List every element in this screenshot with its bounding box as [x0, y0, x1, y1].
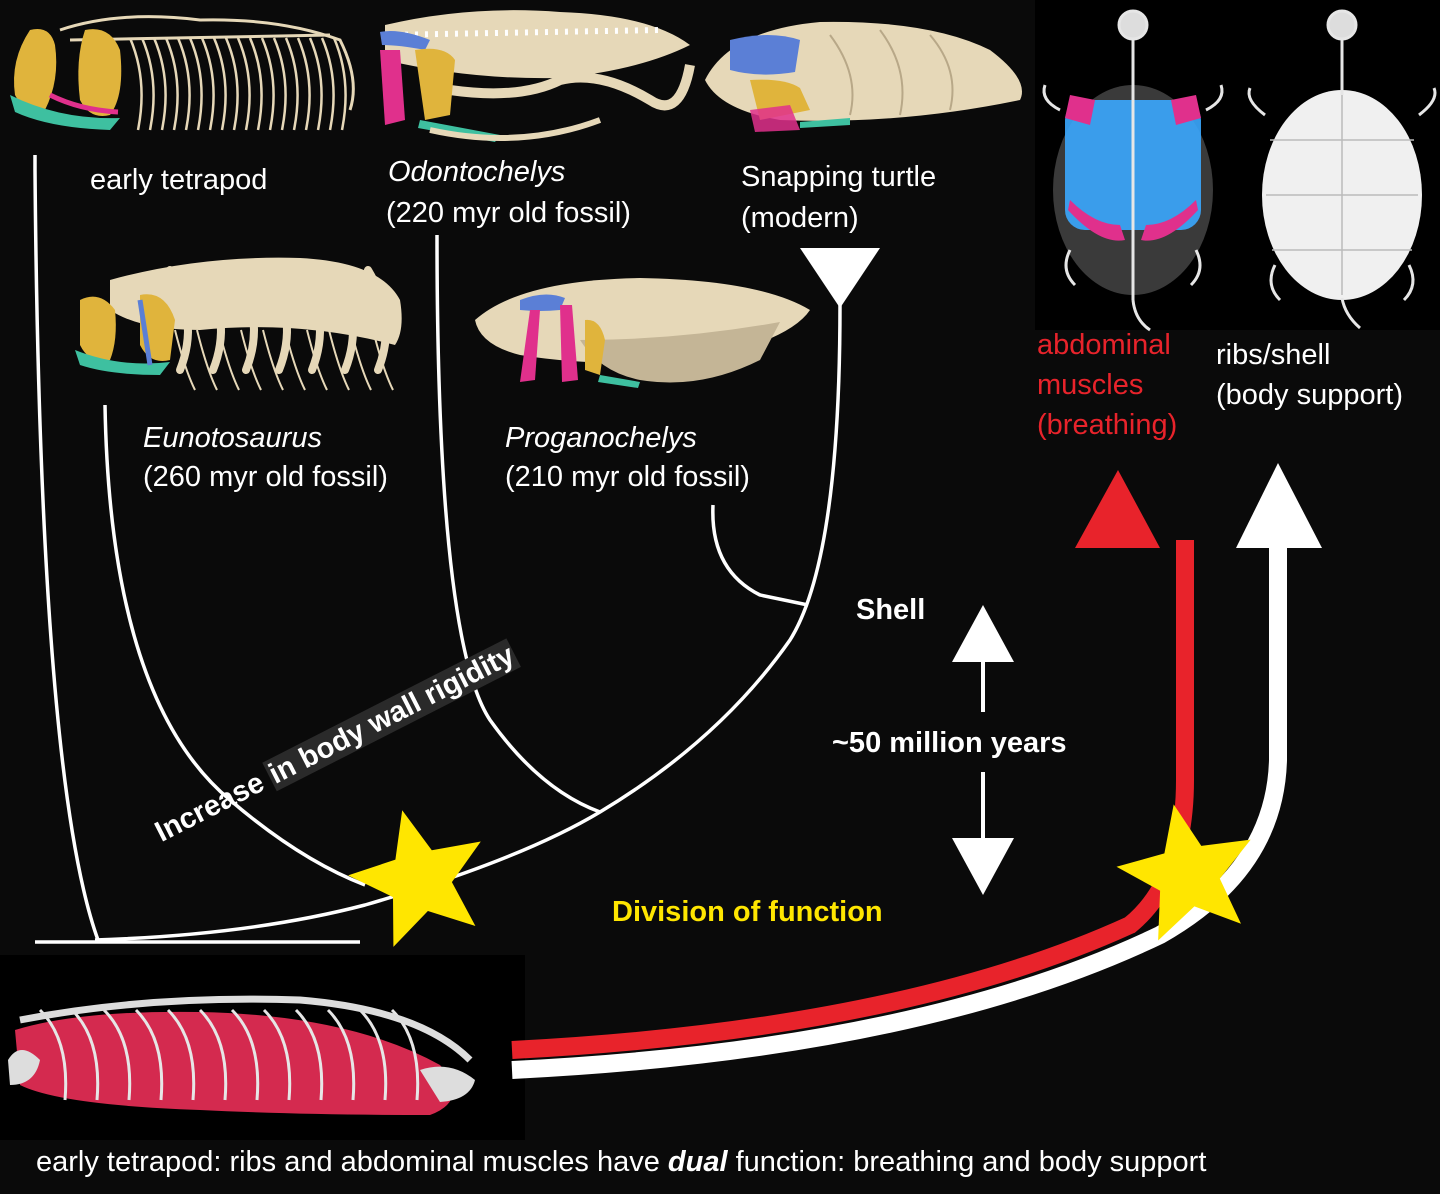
- label-body-support: (body support): [1216, 379, 1403, 411]
- turtle-muscles-illustration: [1042, 9, 1224, 332]
- label-eunotosaurus-age: (260 myr old fossil): [143, 461, 388, 493]
- rib-line: [166, 1008, 196, 1101]
- label-breathing: (breathing): [1037, 409, 1178, 441]
- rib-line: [196, 329, 218, 391]
- rib-line: [224, 37, 239, 131]
- label-odontochelys-age: (220 myr old fossil): [386, 197, 631, 229]
- rib-line: [308, 37, 323, 131]
- phylogenetic-tree: [33, 155, 842, 944]
- rib-line: [306, 329, 328, 391]
- caption-after: function: breathing and body support: [727, 1146, 1207, 1178]
- rib-line: [230, 1008, 260, 1101]
- rigidity-star-icon: [348, 810, 481, 947]
- label-early-tetrapod: early tetrapod: [90, 164, 268, 196]
- rib-line: [198, 1008, 228, 1101]
- label-abdominal: abdominal: [1037, 329, 1171, 361]
- rib-line: [240, 329, 262, 391]
- proganochelys-skeleton: [475, 278, 810, 388]
- label-muscles: muscles: [1037, 369, 1144, 401]
- division-star-icon: [1116, 804, 1251, 941]
- rib-line: [320, 37, 335, 131]
- rib-line: [236, 37, 251, 131]
- label-snapping-turtle-age: (modern): [741, 202, 859, 234]
- rib-line: [331, 266, 357, 374]
- rib-line: [128, 37, 143, 131]
- rib-line: [164, 37, 179, 131]
- rib-line: [140, 37, 155, 131]
- rib-line: [200, 37, 215, 131]
- muscles-arrow-head: [1075, 470, 1160, 548]
- rib-line: [350, 329, 372, 391]
- odontochelys-skeleton: [380, 10, 695, 142]
- label-shell-event: Shell: [856, 594, 926, 626]
- rib-line: [199, 266, 225, 374]
- rib-line: [328, 329, 350, 391]
- rib-line: [174, 329, 196, 391]
- rib-line: [102, 1008, 132, 1101]
- label-eunotosaurus: Eunotosaurus: [143, 422, 322, 454]
- rib-line: [70, 1008, 100, 1101]
- label-snapping-turtle: Snapping turtle: [741, 161, 937, 193]
- rib-line: [372, 329, 394, 391]
- snapping-turtle-skeleton: [705, 21, 1022, 132]
- label-ribs-shell: ribs/shell: [1216, 339, 1331, 371]
- label-proganochelys-age: (210 myr old fossil): [505, 461, 750, 493]
- rib-line: [134, 1008, 164, 1101]
- rib-line: [326, 1008, 356, 1101]
- early-tetrapod-skeleton: [10, 15, 355, 131]
- rib-line: [332, 37, 347, 131]
- caption-before: early tetrapod: ribs and abdominal muscl…: [36, 1146, 668, 1178]
- rib-line: [260, 37, 275, 131]
- rib-line: [218, 329, 240, 391]
- rib-line: [176, 37, 191, 131]
- rib-line: [294, 1008, 324, 1101]
- rib-line: [262, 1008, 292, 1101]
- rib-line: [212, 37, 227, 131]
- turtle-shell-illustration: [1247, 9, 1437, 330]
- label-duration: ~50 million years: [832, 727, 1067, 759]
- rib-line: [265, 266, 291, 374]
- rib-line: [358, 1008, 388, 1101]
- figure-caption: early tetrapod: ribs and abdominal muscl…: [36, 1146, 1206, 1179]
- label-division-of-function: Division of function: [612, 896, 883, 928]
- rib-line: [296, 37, 311, 131]
- ribs-arrow-head: [1236, 463, 1322, 548]
- duration-arrow[interactable]: [952, 605, 1014, 895]
- rib-line: [284, 37, 299, 131]
- function-division-arrows: [511, 463, 1322, 1079]
- rib-line: [284, 329, 306, 391]
- label-odontochelys: Odontochelys: [388, 156, 566, 188]
- rib-line: [152, 37, 167, 131]
- tetrapod-muscle-illustration: [8, 995, 475, 1115]
- caption-emphasis: dual: [667, 1146, 728, 1178]
- snapping-turtle-clade-marker: [800, 248, 880, 308]
- label-proganochelys: Proganochelys: [505, 422, 697, 454]
- rib-line: [248, 37, 263, 131]
- rib-line: [188, 37, 203, 131]
- rib-line: [262, 329, 284, 391]
- eunotosaurus-skeleton: [75, 257, 402, 391]
- rib-line: [272, 37, 287, 131]
